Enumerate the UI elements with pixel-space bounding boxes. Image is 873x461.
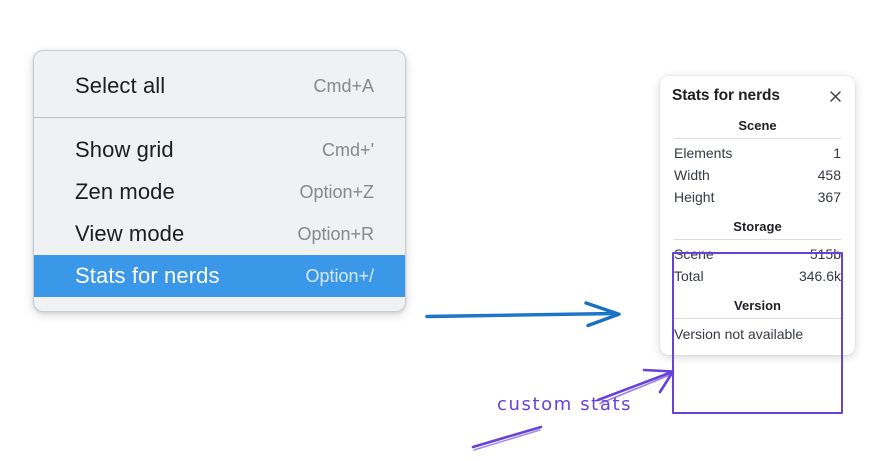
stats-rule xyxy=(674,318,841,319)
stats-group-title-version: Version xyxy=(734,298,781,313)
menu-item-select-all[interactable]: Select all Cmd+A xyxy=(34,65,405,107)
menu-item-view-mode[interactable]: View mode Option+R xyxy=(34,213,405,255)
menu-section-general: Select all Cmd+A xyxy=(34,51,405,117)
menu-item-label: Stats for nerds xyxy=(75,263,220,288)
stats-row-value: 346.6k xyxy=(798,268,841,284)
menu-item-zen-mode[interactable]: Zen mode Option+Z xyxy=(34,171,405,213)
stats-for-nerds-panel: Stats for nerds Scene Elements 1 Width 4… xyxy=(660,76,855,355)
menu-item-shortcut: Cmd+A xyxy=(313,75,374,96)
menu-item-stats-for-nerds[interactable]: Stats for nerds Option+/ xyxy=(34,255,405,297)
menu-item-label: View mode xyxy=(75,221,185,246)
menu-item-label: Show grid xyxy=(75,137,174,162)
stats-panel-title: Stats for nerds xyxy=(672,87,780,104)
close-icon[interactable] xyxy=(827,88,843,104)
menu-item-show-grid[interactable]: Show grid Cmd+' xyxy=(34,129,405,171)
stats-row-storage-scene: Scene 515b xyxy=(672,243,843,265)
menu-item-shortcut: Option+R xyxy=(297,223,374,244)
menu-item-shortcut: Option+Z xyxy=(299,181,374,202)
stats-row-height: Height 367 xyxy=(672,186,843,208)
stats-panel-header: Stats for nerds xyxy=(672,87,843,107)
stats-group-title-storage: Storage xyxy=(733,219,782,234)
stats-row-storage-total: Total 346.6k xyxy=(672,265,843,287)
stats-group-title-scene: Scene xyxy=(738,118,777,133)
canvas-context-menu: Select all Cmd+A Show grid Cmd+' Zen mod… xyxy=(33,50,406,312)
stats-row-key: Elements xyxy=(674,145,733,161)
stats-row-key: Scene xyxy=(674,246,714,262)
menu-item-label: Select all xyxy=(75,73,166,98)
stats-version-text: Version not available xyxy=(674,326,804,342)
stats-row-key: Total xyxy=(674,268,704,284)
menu-item-shortcut: Cmd+' xyxy=(322,139,374,160)
stats-row-key: Width xyxy=(674,167,710,183)
stats-row-value: 1 xyxy=(833,145,841,161)
menu-divider xyxy=(34,117,405,118)
blue-arrow-to-stats-panel xyxy=(425,301,621,328)
purple-underline-stroke xyxy=(471,425,543,451)
stats-row-value: 367 xyxy=(817,189,841,205)
stats-row-value: 458 xyxy=(817,167,841,183)
stats-rule xyxy=(674,138,841,139)
stats-row-elements: Elements 1 xyxy=(672,142,843,164)
menu-item-shortcut: Option+/ xyxy=(305,265,374,286)
stats-row-width: Width 458 xyxy=(672,164,843,186)
menu-section-view: Show grid Cmd+' Zen mode Option+Z View m… xyxy=(34,118,405,311)
stats-row-value: 515b xyxy=(809,246,841,262)
stats-row-key: Height xyxy=(674,189,715,205)
purple-arrow-to-storage-section xyxy=(596,368,675,405)
menu-item-label: Zen mode xyxy=(75,179,175,204)
annotation-label-custom-stats: custom stats xyxy=(497,394,633,415)
stats-rule xyxy=(674,239,841,240)
